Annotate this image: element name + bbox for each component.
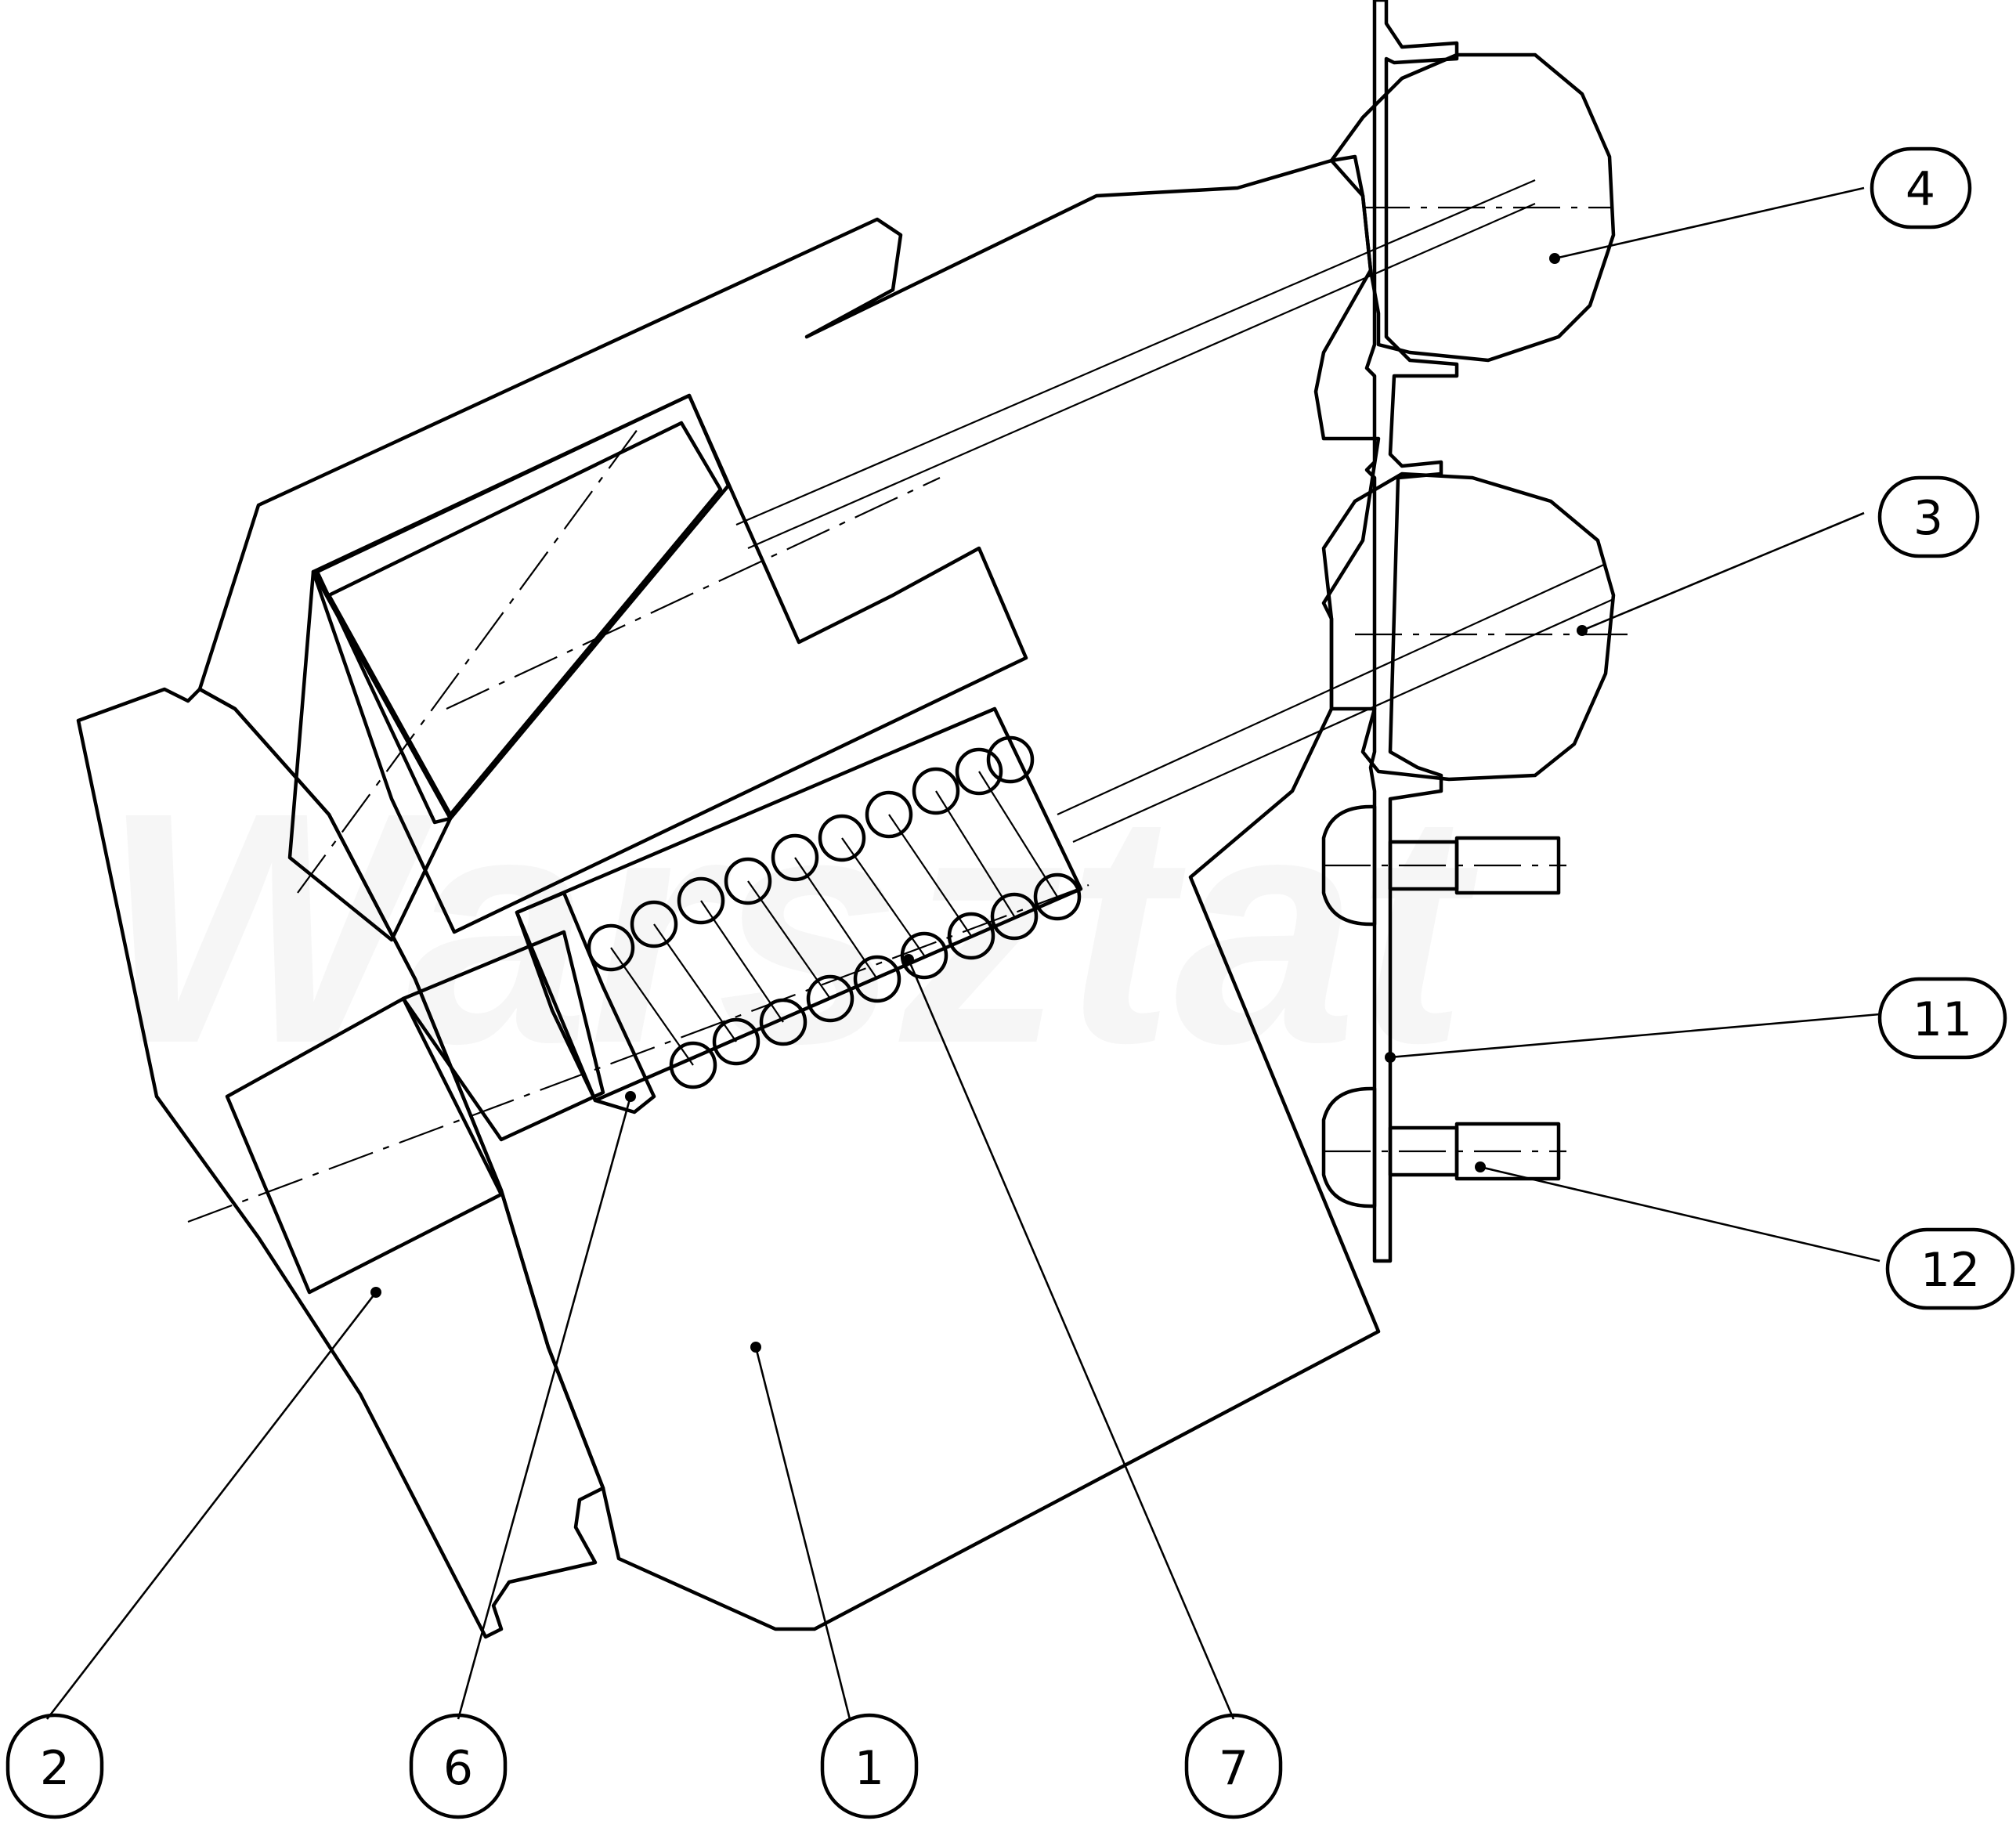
callout-6-label: 6 xyxy=(443,1741,473,1796)
callout-4: 4 xyxy=(1870,146,1972,229)
callout-4-label: 4 xyxy=(1906,162,1935,217)
part-7-spring xyxy=(587,735,1082,1089)
callout-11: 11 xyxy=(1877,977,2007,1060)
callout-7: 7 xyxy=(1184,1713,1283,1819)
watermark-text: Warsztat xyxy=(102,745,1480,1112)
upper-socket xyxy=(287,569,453,942)
part-3-pin-bottom xyxy=(1072,598,1614,844)
callout-2: 2 xyxy=(5,1713,104,1819)
key-face xyxy=(327,421,723,817)
part-11-plate xyxy=(1364,0,1459,1263)
center-line-key xyxy=(446,477,941,710)
part-3-knob xyxy=(1321,471,1616,782)
callout-3-label: 3 xyxy=(1913,491,1943,546)
callout-2-label: 2 xyxy=(40,1741,70,1796)
part-4-pin-top xyxy=(735,179,1536,526)
callout-1: 1 xyxy=(820,1713,919,1819)
spring-coil-lines xyxy=(610,771,1058,1066)
callout-12-label: 12 xyxy=(1920,1243,1980,1298)
part-3-pin-top xyxy=(1057,562,1606,816)
callout-6: 6 xyxy=(409,1713,508,1819)
part-12-screws xyxy=(1321,804,1566,1208)
part-1-body xyxy=(197,154,1381,1631)
part-6-seat xyxy=(515,891,656,1115)
part-4-pin-bottom xyxy=(747,202,1536,550)
callout-1-label: 1 xyxy=(854,1741,884,1796)
callout-3: 3 xyxy=(1877,475,1980,558)
shaft-channel xyxy=(401,930,605,1142)
center-line-diag xyxy=(297,422,643,894)
callout-7-label: 7 xyxy=(1219,1741,1248,1796)
spring-bore xyxy=(515,706,1083,1103)
leaders xyxy=(45,186,1881,1720)
callout-12: 12 xyxy=(1885,1227,2015,1310)
callout-11-label: 11 xyxy=(1913,992,1972,1047)
center-line-spring xyxy=(187,883,1089,1223)
part-1-key xyxy=(315,393,731,825)
